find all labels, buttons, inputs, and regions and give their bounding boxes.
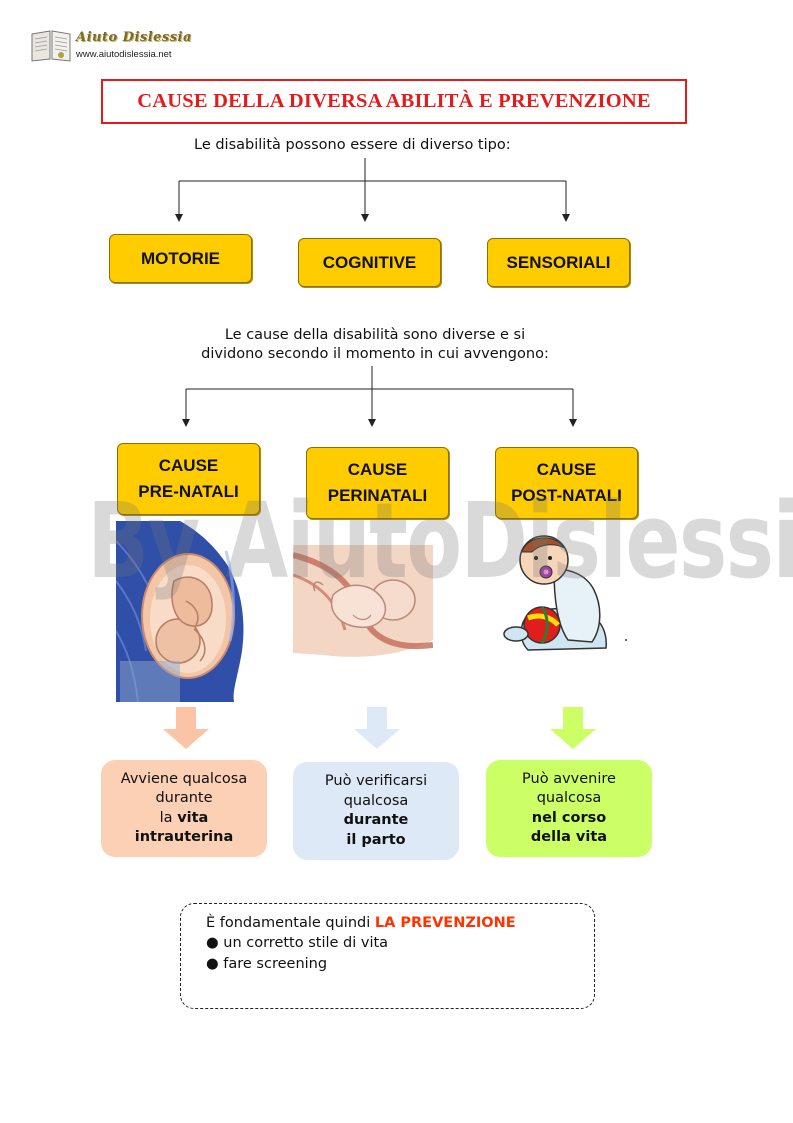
desc-box-prenatal: Avviene qualcosa durante la vita intraut… bbox=[101, 760, 267, 857]
desc-bold-text: intrauterina bbox=[134, 829, 234, 845]
prevention-bullet: ● un corretto stile di vita bbox=[206, 935, 389, 951]
desc-line: durante bbox=[155, 790, 213, 806]
birth-illustration bbox=[293, 545, 433, 657]
type-label: MOTORIE bbox=[140, 248, 221, 268]
cause-line2: POST-NATALI bbox=[511, 486, 622, 505]
type-box-cognitive: COGNITIVE bbox=[298, 238, 441, 287]
fetus-in-womb-illustration bbox=[116, 521, 252, 702]
page-title: CAUSE DELLA DIVERSA ABILITÀ E PREVENZION… bbox=[101, 79, 687, 124]
desc-line: Può verificarsi bbox=[324, 773, 428, 789]
desc-line: Può avvenire bbox=[522, 770, 616, 787]
desc-bold-text: nel corso bbox=[531, 809, 607, 826]
prevention-lead-text: È fondamentale quindi bbox=[206, 915, 375, 931]
desc-bold-text: durante bbox=[343, 812, 409, 828]
desc-line: qualcosa bbox=[343, 792, 409, 809]
logo-name: Aiuto Dislessia bbox=[76, 30, 192, 45]
arrow-down-blue bbox=[354, 707, 400, 749]
type-box-sensoriali: SENSORIALI bbox=[487, 238, 630, 287]
causes-intro-line1: Le cause della disabilità sono diverse e… bbox=[224, 327, 526, 343]
baby-illustration bbox=[503, 535, 627, 651]
arrow-down-peach bbox=[163, 707, 209, 749]
type-label: SENSORIALI bbox=[506, 252, 611, 272]
cause-box-prenatali: CAUSE PRE-NATALI bbox=[117, 443, 260, 515]
cause-line1: CAUSE bbox=[347, 460, 408, 479]
cause-line2: PERINATALI bbox=[327, 486, 428, 505]
desc-line: della vita bbox=[522, 828, 616, 848]
desc-line: Avviene qualcosa bbox=[120, 770, 248, 787]
type-box-motorie: MOTORIE bbox=[109, 234, 252, 283]
desc-line: qualcosa bbox=[536, 790, 602, 806]
desc-text: la bbox=[159, 809, 178, 826]
prevention-note: È fondamentale quindi LA PREVENZIONE ● u… bbox=[180, 903, 595, 1009]
cause-line1: CAUSE bbox=[536, 460, 597, 479]
cause-box-perinatali: CAUSE PERINATALI bbox=[306, 447, 449, 519]
arrow-down-green bbox=[550, 707, 596, 749]
cause-line2: PRE-NATALI bbox=[138, 482, 239, 501]
book-icon bbox=[31, 30, 71, 62]
cause-box-postnatali: CAUSE POST-NATALI bbox=[495, 447, 638, 519]
desc-bold-text: della vita bbox=[530, 829, 608, 845]
desc-line: il parto bbox=[325, 831, 427, 851]
desc-line: nel corso bbox=[522, 809, 616, 829]
desc-box-postnatal: Può avvenire qualcosa nel corso della vi… bbox=[486, 760, 652, 857]
desc-line: durante bbox=[325, 811, 427, 831]
bullet-text: fare screening bbox=[223, 956, 328, 972]
desc-box-perinatal: Può verificarsi qualcosa durante il part… bbox=[293, 762, 459, 860]
prevention-lead: È fondamentale quindi LA PREVENZIONE bbox=[206, 915, 516, 931]
desc-bold-text: vita bbox=[177, 809, 209, 826]
desc-line: intrauterina bbox=[121, 828, 248, 848]
type-label: COGNITIVE bbox=[322, 252, 417, 272]
bullet-text: un corretto stile di vita bbox=[223, 935, 389, 951]
cause-line1: CAUSE bbox=[158, 456, 219, 475]
causes-intro: Le cause della disabilità sono diverse e… bbox=[170, 326, 580, 364]
site-logo: Aiuto Dislessia www.aiutodislessia.net bbox=[30, 26, 192, 68]
prevention-bullet: ● fare screening bbox=[206, 956, 328, 972]
desc-line: la vita bbox=[121, 809, 248, 829]
prevention-highlight: LA PREVENZIONE bbox=[374, 915, 516, 931]
logo-url: www.aiutodislessia.net bbox=[76, 49, 172, 60]
causes-intro-line2: dividono secondo il momento in cui avven… bbox=[201, 346, 549, 362]
desc-bold-text: il parto bbox=[346, 831, 406, 848]
types-intro: Le disabilità possono essere di diverso … bbox=[194, 137, 511, 153]
